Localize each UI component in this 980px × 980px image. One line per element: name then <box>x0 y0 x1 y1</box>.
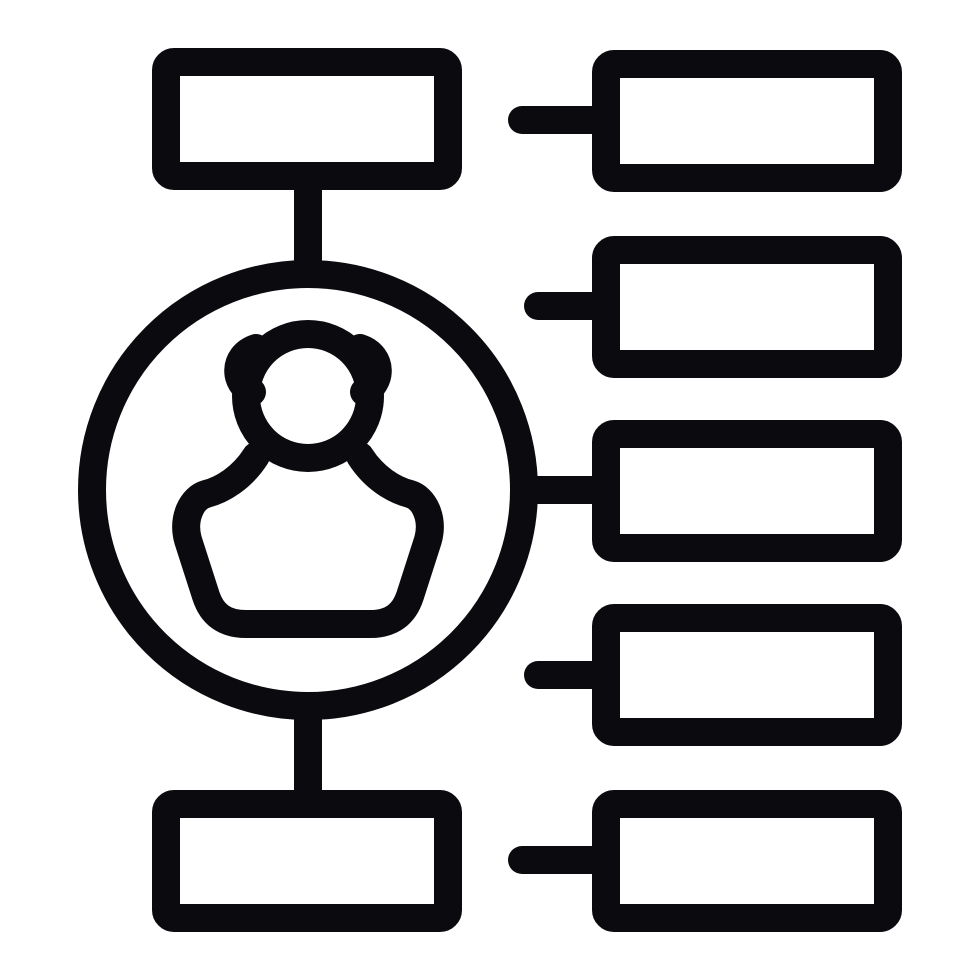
avatar-body <box>172 442 444 638</box>
right-box-1 <box>592 50 902 192</box>
user-avatar-icon <box>172 320 444 638</box>
right-box-2 <box>592 236 902 378</box>
left-box-bottom <box>152 790 462 932</box>
avatar-hair-right <box>346 334 392 406</box>
right-box-5 <box>592 790 902 932</box>
right-box-4 <box>592 604 902 746</box>
right-box-3 <box>592 420 902 562</box>
avatar-hair-left <box>224 334 270 406</box>
left-box-top <box>152 48 462 190</box>
